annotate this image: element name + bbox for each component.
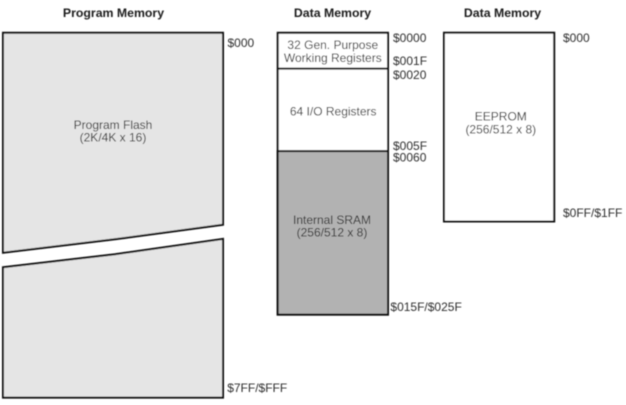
svg-text:64 I/O Registers: 64 I/O Registers	[290, 105, 377, 119]
svg-text:Data Memory: Data Memory	[464, 6, 541, 20]
svg-text:(256/512 x 8): (256/512 x 8)	[465, 123, 536, 137]
svg-text:Program Memory: Program Memory	[63, 6, 164, 20]
svg-text:32 Gen. Purpose: 32 Gen. Purpose	[287, 38, 378, 52]
svg-text:Working Registers: Working Registers	[284, 51, 382, 65]
svg-text:$7FF/$FFF: $7FF/$FFF	[227, 381, 287, 395]
svg-text:$0FF/$1FF: $0FF/$1FF	[563, 206, 622, 220]
svg-text:$000: $000	[563, 31, 590, 45]
svg-text:$005F: $005F	[393, 139, 427, 153]
svg-text:(2K/4K x 16): (2K/4K x 16)	[80, 131, 147, 145]
svg-text:(256/512 x 8): (256/512 x 8)	[297, 226, 368, 240]
svg-text:$0060: $0060	[393, 151, 427, 165]
svg-text:$001F: $001F	[393, 54, 427, 68]
svg-text:$015F/$025F: $015F/$025F	[390, 300, 461, 314]
svg-text:EEPROM: EEPROM	[475, 110, 527, 124]
svg-text:$0020: $0020	[393, 68, 427, 82]
svg-text:$0000: $0000	[393, 31, 427, 45]
svg-text:Internal SRAM: Internal SRAM	[293, 213, 371, 227]
svg-text:Program Flash: Program Flash	[74, 118, 153, 132]
svg-text:$000: $000	[228, 36, 255, 50]
svg-text:Data Memory: Data Memory	[294, 6, 371, 20]
